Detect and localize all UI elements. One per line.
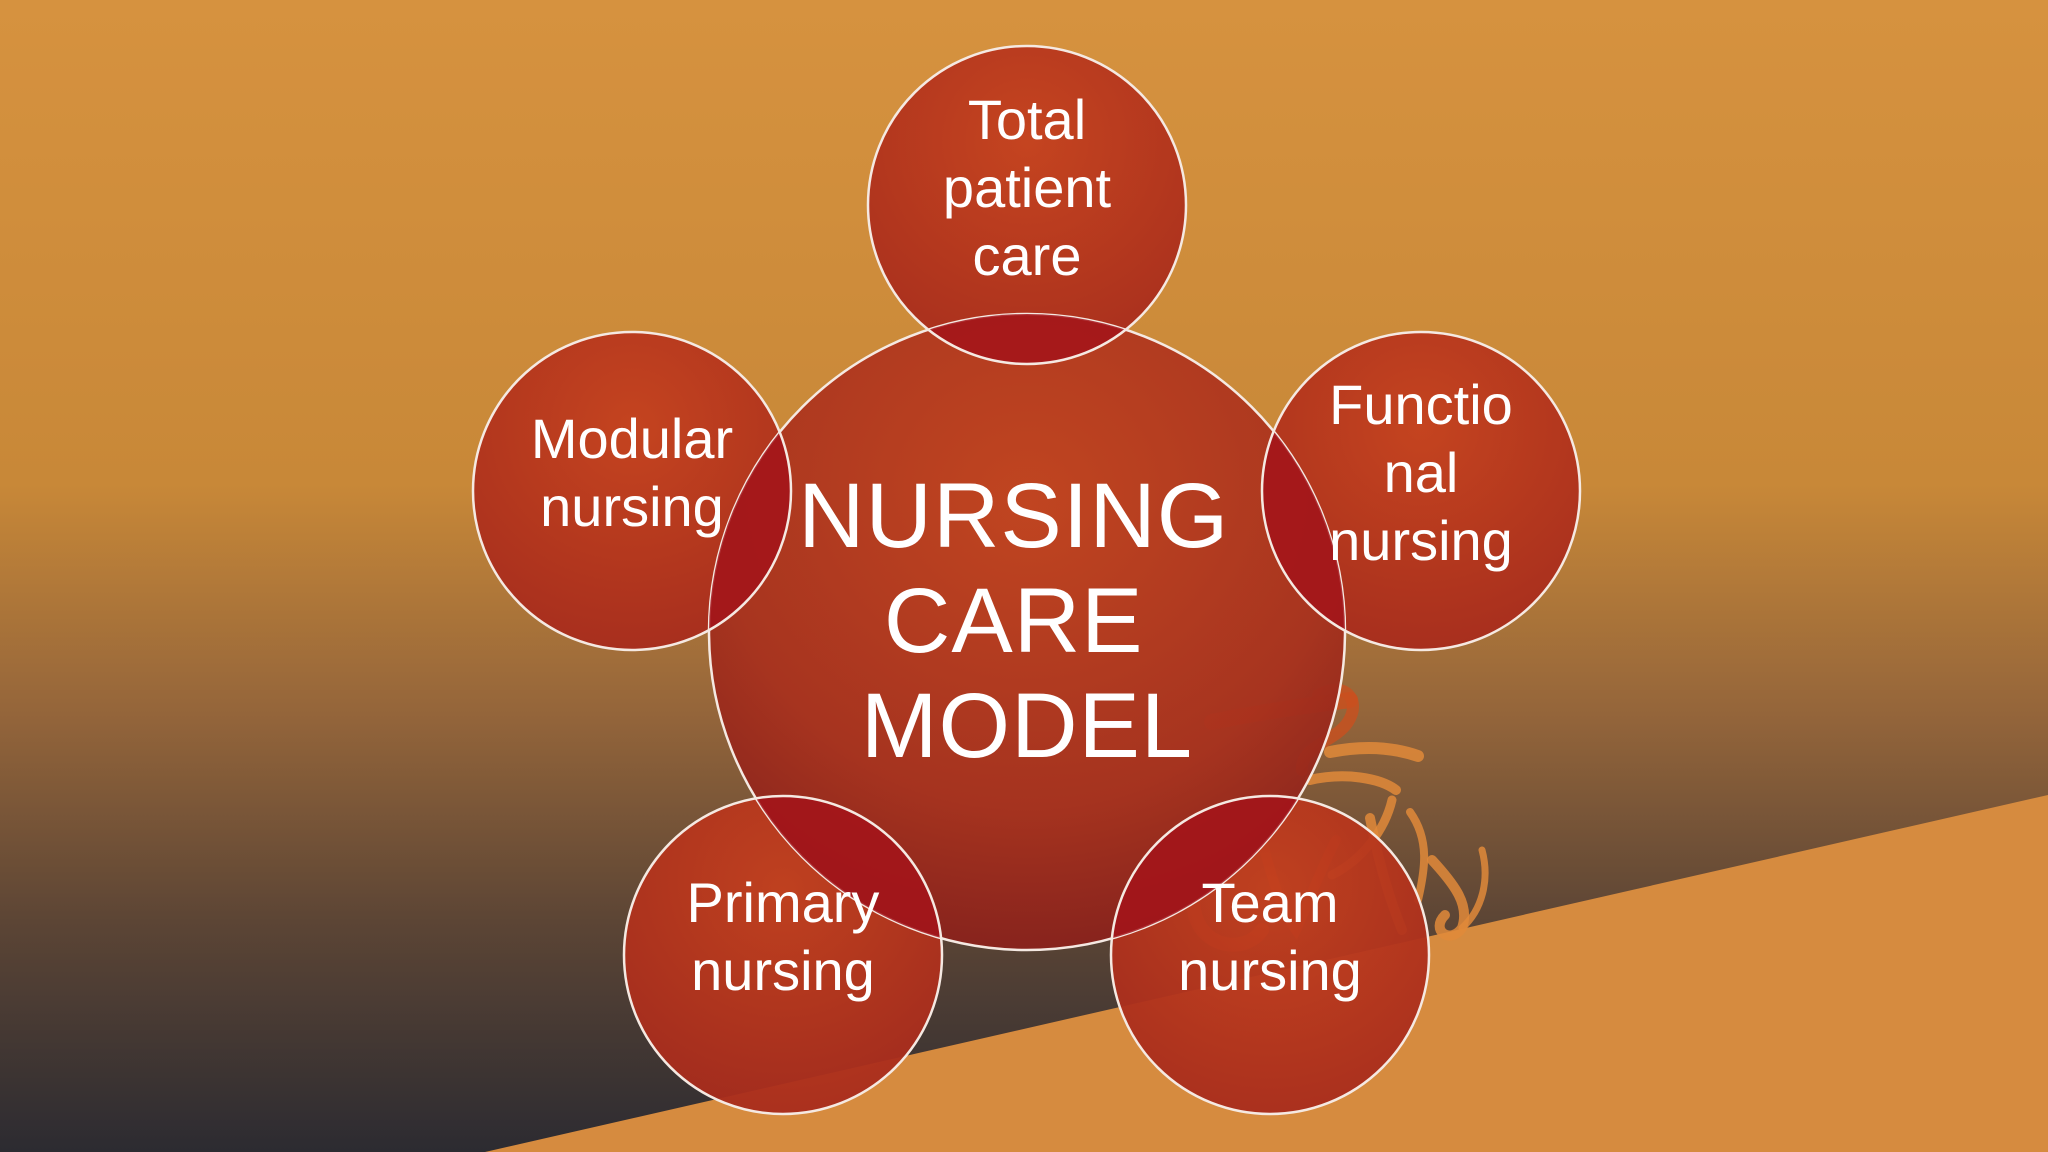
functional-nursing-label-line: nursing xyxy=(1329,509,1513,572)
total-patient-care-label-line: care xyxy=(973,224,1082,287)
modular-nursing-circle xyxy=(473,332,791,650)
total-patient-care-label-line: Total xyxy=(968,88,1086,151)
primary-nursing-outline xyxy=(622,794,944,1116)
team-nursing-overlap xyxy=(1111,796,1345,950)
center-label-line: MODEL xyxy=(861,675,1193,777)
center-label-line: NURSING xyxy=(798,465,1229,567)
functional-nursing-outline xyxy=(1260,330,1582,652)
team-nursing-label-line: nursing xyxy=(1178,939,1362,1002)
primary-nursing-label-line: nursing xyxy=(691,939,875,1002)
modular-nursing-label-line: Modular xyxy=(531,407,733,470)
team-nursing-outline xyxy=(1109,794,1431,1116)
total-patient-care-circle xyxy=(868,46,1186,364)
functional-nursing-label-line: nal xyxy=(1384,441,1459,504)
functional-nursing-circle xyxy=(1262,332,1580,650)
modular-nursing-outline xyxy=(471,330,793,652)
team-nursing-label-line: Team xyxy=(1202,871,1339,934)
center-label: NURSING CARE MODEL xyxy=(798,465,1256,777)
total-patient-care-outline xyxy=(866,44,1188,366)
modular-nursing-label-line: nursing xyxy=(540,475,724,538)
functional-nursing-label-line: Functio xyxy=(1329,373,1513,436)
total-patient-care-label-line: patient xyxy=(943,156,1112,219)
primary-nursing-label-line: Primary xyxy=(687,871,880,934)
center-label-line: CARE xyxy=(884,570,1144,672)
primary-nursing-overlap xyxy=(709,796,942,950)
